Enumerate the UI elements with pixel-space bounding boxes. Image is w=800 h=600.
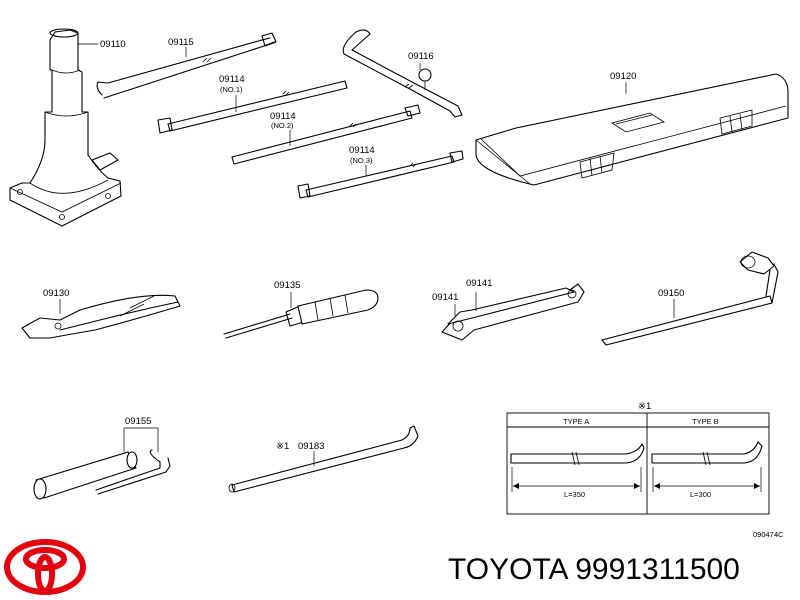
type-table-mark: ※1: [638, 401, 651, 412]
label-lug-wrench: 09150: [658, 288, 684, 299]
label-handle-no2-note: (NO.2): [271, 121, 294, 130]
jack-handle-drawing: [96, 32, 277, 99]
type-b-header: TYPE B: [692, 417, 719, 426]
label-handle-no1: 09114: [219, 74, 245, 85]
label-handle-no3: 09114: [349, 145, 375, 156]
label-handle-no3-note: (NO.3): [350, 156, 373, 165]
brand-part-number: TOYOTA 9991311500: [448, 553, 740, 586]
handle-no1-drawing: [157, 80, 348, 134]
type-a-header: TYPE A: [563, 417, 589, 426]
type-table: ※1 TYPE A TYPE B L=350 L=300: [506, 401, 770, 515]
label-jack: 09110: [100, 39, 126, 50]
label-tire-lever: 09183: [298, 441, 324, 452]
screwdriver-drawing: [223, 289, 379, 339]
toyota-logo: [4, 539, 86, 595]
tire-lever-drawing: [228, 425, 419, 493]
type-a-length: L=350: [564, 490, 585, 499]
label-handle-no1-note: (NO.1): [220, 85, 243, 94]
jack-drawing: [9, 28, 122, 227]
label-tire-lever-mark: ※1: [276, 441, 289, 452]
pliers-drawing: [21, 294, 181, 339]
diagram-code: 090474C: [753, 530, 784, 539]
label-tool-bag: 09120: [610, 71, 636, 82]
label-socket-wrench: 09155: [125, 416, 151, 427]
type-b-lever: [651, 441, 763, 464]
type-b-length: L=300: [690, 490, 711, 499]
handle-no3-drawing: [297, 150, 464, 199]
label-jack-handle: 09115: [168, 37, 194, 48]
tool-bag-drawing: [475, 73, 789, 186]
label-wrench-b: 09141: [466, 278, 492, 289]
type-a-lever: [510, 443, 645, 464]
label-pliers: 09130: [43, 288, 69, 299]
label-wrench-a: 09141: [432, 292, 458, 303]
label-screwdriver: 09135: [274, 280, 300, 291]
lug-wrench-drawing: [601, 251, 779, 346]
crank-drawing: [342, 29, 463, 118]
wrenches-drawing: [441, 283, 585, 341]
handle-no2-drawing: [231, 104, 421, 165]
socket-wrench-drawing: [33, 449, 171, 500]
label-handle-no2: 09114: [270, 111, 296, 122]
label-crank: 09116: [408, 51, 434, 62]
